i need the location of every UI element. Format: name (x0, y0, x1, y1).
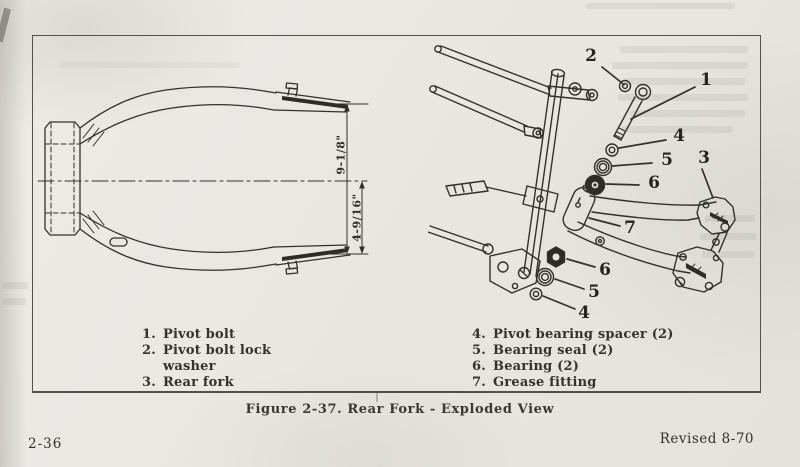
parts-list-right: 4. Pivot bearing spacer (2) 5. Bearing s… (466, 327, 693, 391)
bleedthrough-artifact (700, 233, 756, 240)
callout-5-lower: 5 (588, 282, 600, 302)
bleedthrough-artifact (622, 126, 732, 133)
callout-6-lower: 6 (599, 260, 611, 280)
bleedthrough-artifact (60, 62, 240, 68)
dimension-label-full-width: 9-1/8" (334, 134, 348, 175)
lower-arm (79, 212, 351, 275)
lower-bearing-seal-spacer-parts (529, 246, 566, 301)
revision-note: Revised 8-70 (659, 431, 754, 447)
weld-hatch-marks (82, 123, 105, 234)
parts-list-left: 1. Pivot bolt 2. Pivot bolt lock washer … (136, 327, 275, 391)
part-name: Grease fitting (493, 375, 597, 390)
callout-5-upper: 5 (661, 150, 673, 170)
part-name: Rear fork (163, 375, 234, 390)
part-number: 5. (472, 343, 486, 358)
part-number: 4. (472, 327, 486, 342)
part-item-7: 7. Grease fitting (466, 375, 693, 391)
bleedthrough-artifact (585, 3, 735, 9)
part-name: Bearing (2) (493, 359, 580, 374)
rear-fork-part (562, 184, 736, 293)
figure-caption: Figure 2-37. Rear Fork - Exploded View (245, 402, 555, 417)
callout-6-upper: 6 (648, 173, 660, 193)
part-number: 3. (142, 375, 156, 390)
callout-leader-lines (542, 66, 714, 310)
scan-edge-shadow (0, 0, 26, 467)
bleedthrough-artifact (612, 62, 748, 69)
part-item-2: 2. Pivot bolt lock washer (136, 343, 275, 375)
callout-2: 2 (585, 46, 597, 66)
figure-box (32, 35, 761, 393)
page-number: 2-36 (28, 436, 63, 452)
part-item-5: 5. Bearing seal (2) (466, 343, 693, 359)
callout-1: 1 (700, 70, 712, 90)
callout-3: 3 (698, 148, 710, 168)
bleedthrough-artifact (2, 282, 28, 289)
upper-arm (79, 82, 351, 145)
bleedthrough-artifact (2, 298, 26, 305)
rear-fork-exploded-drawing (428, 45, 736, 310)
part-number: 6. (472, 359, 486, 374)
part-number: 1. (142, 327, 156, 342)
bleedthrough-artifact (702, 251, 754, 258)
pivot-bolt-part (613, 83, 652, 141)
callout-4-upper: 4 (673, 126, 685, 146)
bleedthrough-artifact (618, 94, 748, 101)
frame-assembly (428, 45, 599, 294)
scan-registration-mark (376, 393, 378, 402)
part-item-3: 3. Rear fork (136, 375, 275, 391)
dimension-lines (315, 103, 369, 255)
bleedthrough-artifact (620, 46, 748, 53)
part-name: Pivot bolt lock washer (163, 343, 272, 374)
part-number: 2. (142, 343, 156, 358)
part-item-1: 1. Pivot bolt (136, 327, 275, 343)
dimension-label-half-width: 4-9/16" (350, 193, 364, 242)
part-item-6: 6. Bearing (2) (466, 359, 693, 375)
callout-7: 7 (624, 218, 636, 238)
rear-fork-top-view-drawing (37, 82, 369, 275)
bleedthrough-artifact (625, 78, 745, 85)
bleedthrough-artifact (705, 215, 755, 222)
part-name: Pivot bearing spacer (2) (493, 327, 674, 342)
part-name: Pivot bolt (163, 327, 236, 342)
bleedthrough-artifact (630, 110, 745, 117)
callout-4-lower: 4 (578, 303, 590, 323)
part-name: Bearing seal (2) (493, 343, 614, 358)
pivot-tube-block (44, 121, 81, 236)
part-item-4: 4. Pivot bearing spacer (2) (466, 327, 693, 343)
part-number: 7. (472, 375, 486, 390)
